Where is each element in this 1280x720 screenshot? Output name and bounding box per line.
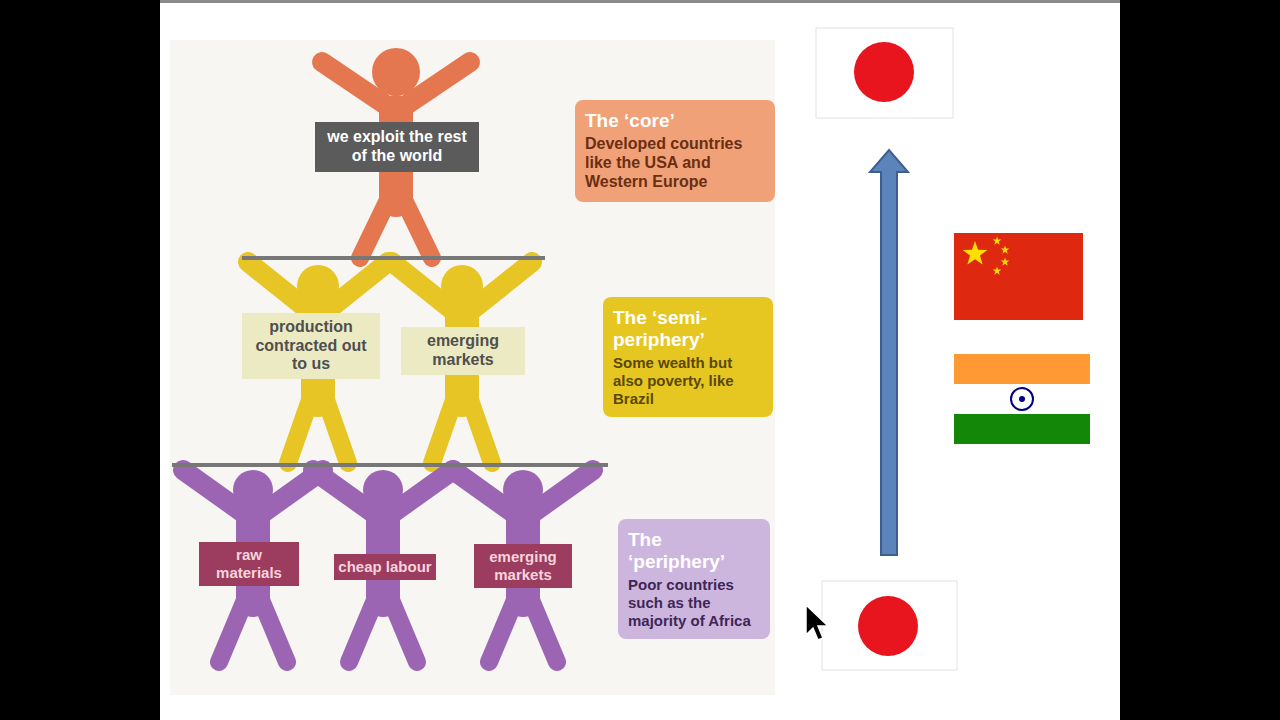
flag-star: [1001, 246, 1010, 254]
figure-legs: [360, 200, 432, 258]
japan-flag: [822, 581, 957, 670]
person-figure: [183, 470, 323, 662]
key-heading: The ‘periphery’: [628, 529, 760, 574]
figure-head: [297, 265, 339, 307]
figure-legs: [432, 400, 492, 463]
india-chakra: [1019, 396, 1025, 402]
up-arrow: [870, 150, 908, 555]
box-text: Developed countries like the USA and Wes…: [585, 135, 765, 192]
box-text: we exploit the rest of the world: [321, 128, 473, 166]
japan-flag: [816, 28, 953, 118]
japan-disc: [854, 42, 914, 102]
key-box: The ‘periphery’Poor countries such as th…: [618, 519, 770, 640]
label-box: emerging markets: [401, 327, 525, 375]
label-box: production contracted out to us: [242, 313, 380, 380]
person-figure: [453, 470, 593, 662]
label-box: raw materials: [199, 542, 299, 585]
india-flag: [954, 414, 1090, 444]
figure-head: [233, 470, 273, 510]
slide: [160, 0, 1120, 720]
figure-head: [372, 48, 420, 96]
figure-head: [363, 470, 403, 510]
india-flag: [954, 354, 1090, 384]
key-heading: The ‘core’: [585, 110, 765, 132]
person-figure: [392, 262, 532, 463]
figure-head: [503, 470, 543, 510]
box-text: emerging markets: [406, 332, 520, 370]
person-figure: [313, 470, 453, 662]
box-text: production contracted out to us: [247, 318, 375, 375]
india-flag: [954, 384, 1090, 414]
flag-star: [993, 267, 1002, 275]
china-stars: [963, 237, 1010, 275]
box-text: cheap labour: [338, 558, 432, 576]
key-box: The ‘semi-periphery’Some wealth but also…: [603, 297, 773, 418]
mouse-cursor: [806, 605, 828, 640]
flag-star: [963, 241, 988, 265]
japan-disc: [858, 596, 918, 656]
figure-legs: [219, 600, 287, 662]
top-rule: [160, 0, 1120, 3]
flag-star: [1001, 258, 1010, 266]
box-text: raw materials: [203, 546, 295, 581]
flag-star: [993, 237, 1002, 245]
box-text: Some wealth but also poverty, like Brazi…: [613, 354, 763, 407]
box-text: Poor countries such as the majority of A…: [628, 576, 760, 629]
key-box: The ‘core’ Developed countries like the U…: [575, 100, 775, 202]
label-box: cheap labour: [334, 554, 436, 580]
figure-head: [441, 265, 483, 307]
india-chakra: [1011, 388, 1033, 410]
plank: [242, 256, 545, 260]
key-heading: The ‘semi-periphery’: [613, 307, 763, 352]
figure-legs: [288, 400, 348, 463]
figure-legs: [489, 600, 557, 662]
label-box: emerging markets: [474, 544, 572, 587]
box-text: emerging markets: [478, 548, 568, 583]
china-flag: [954, 233, 1083, 320]
page-scan: [170, 40, 775, 695]
figures: [183, 48, 593, 662]
figure-legs: [349, 600, 417, 662]
label-box: we exploit the rest of the world: [315, 122, 479, 172]
plank: [172, 463, 608, 467]
